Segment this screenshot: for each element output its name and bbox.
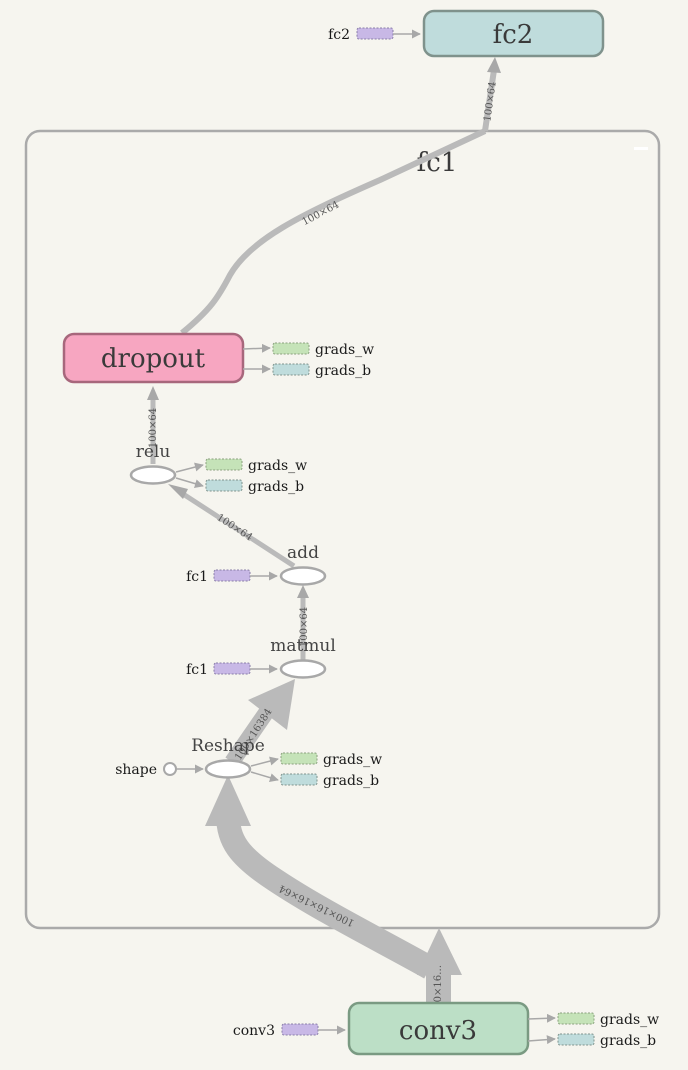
- add-node[interactable]: add: [279, 543, 327, 586]
- relu-node[interactable]: relu: [129, 442, 177, 485]
- grad-b-icon[interactable]: [205, 479, 243, 492]
- grad-w-icon[interactable]: [272, 342, 310, 355]
- conv3-node-label: conv3: [399, 1016, 477, 1046]
- add-input: fc1: [186, 569, 278, 585]
- add-label: add: [287, 543, 319, 563]
- grad-b-icon[interactable]: [272, 363, 310, 376]
- relu-label: relu: [136, 442, 171, 462]
- dropout-grads-b-label: grads_b: [315, 363, 371, 379]
- edge-label-fc1-fc2: 100×64: [482, 81, 498, 122]
- variable-icon[interactable]: [213, 662, 251, 675]
- grad-w-icon[interactable]: [205, 458, 243, 471]
- variable-icon[interactable]: [281, 1023, 319, 1036]
- conv3-input: conv3: [233, 1023, 346, 1039]
- edge-label-conv3-out: 100×16…: [433, 965, 444, 1015]
- reshape-grads-w-label: grads_w: [323, 752, 382, 768]
- reshape-shape-label: shape: [115, 762, 157, 778]
- reshape-label: Reshape: [191, 736, 265, 756]
- fc2-node[interactable]: fc2: [422, 9, 605, 58]
- relu-grads-b-label: grads_b: [248, 479, 304, 495]
- reshape-node[interactable]: Reshape: [191, 736, 265, 779]
- relu-grads: grads_w grads_b: [175, 458, 307, 495]
- matmul-label: matmul: [270, 636, 336, 656]
- reshape-grads: grads_w grads_b: [250, 752, 382, 789]
- matmul-input: fc1: [186, 662, 278, 678]
- edge-label-matmul-add: 100×64: [299, 607, 310, 647]
- dropout-grads: grads_w grads_b: [242, 342, 374, 379]
- add-var-label: fc1: [186, 569, 208, 585]
- grad-w-icon[interactable]: [280, 752, 318, 765]
- relu-grads-w-label: grads_w: [248, 458, 307, 474]
- grad-w-icon[interactable]: [557, 1012, 595, 1025]
- variable-icon[interactable]: [213, 569, 251, 582]
- fc2-node-label: fc2: [493, 20, 534, 50]
- fc2-input: fc2: [328, 27, 421, 43]
- collapse-icon[interactable]: [634, 147, 648, 150]
- conv3-grads-w-label: grads_w: [600, 1012, 659, 1028]
- grad-b-icon[interactable]: [557, 1033, 595, 1046]
- dropout-node-label: dropout: [101, 344, 206, 374]
- dropout-grads-w-label: grads_w: [315, 342, 374, 358]
- matmul-node[interactable]: matmul: [270, 636, 336, 679]
- fc1-group[interactable]: fc1: [24, 129, 661, 930]
- variable-icon[interactable]: [356, 27, 394, 40]
- matmul-var-label: fc1: [186, 662, 208, 678]
- edge-conv3-out: 100×16…: [417, 928, 462, 1015]
- conv3-grads: grads_w grads_b: [527, 1012, 659, 1049]
- reshape-grads-b-label: grads_b: [323, 773, 379, 789]
- reshape-input: shape: [115, 762, 204, 778]
- fc2-var-label: fc2: [328, 27, 350, 43]
- edge-matmul-add: 100×64: [297, 585, 310, 660]
- conv3-node[interactable]: conv3: [347, 1001, 530, 1056]
- dropout-node[interactable]: dropout: [62, 332, 245, 384]
- grad-b-icon[interactable]: [280, 773, 318, 786]
- edge-label-relu-dropout: 100×64: [148, 408, 159, 448]
- conv3-grads-b-label: grads_b: [600, 1033, 656, 1049]
- edge-relu-dropout: 100×64: [147, 386, 159, 464]
- constant-icon[interactable]: [163, 762, 177, 776]
- conv3-var-label: conv3: [233, 1023, 275, 1039]
